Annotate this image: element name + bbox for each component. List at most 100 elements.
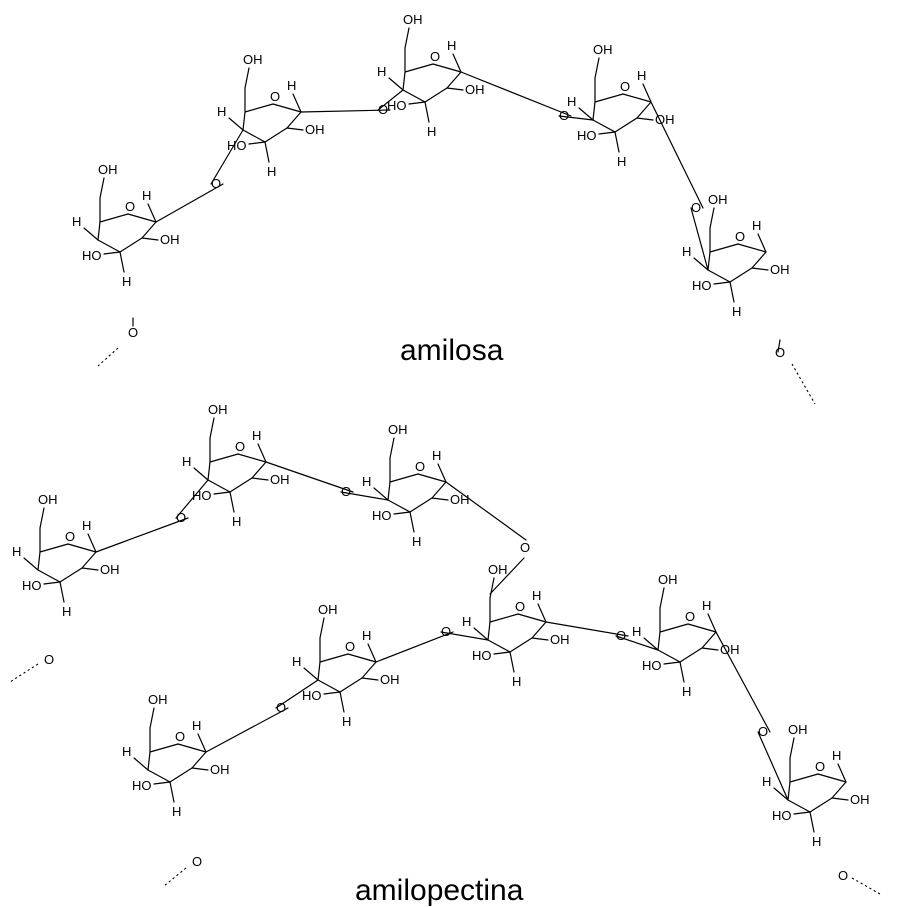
anomeric-h-label: H [752, 218, 761, 233]
ring-bond [817, 773, 847, 783]
chain-continuation [791, 363, 816, 405]
ring-bond [487, 621, 491, 641]
ring-bond [39, 543, 69, 553]
ring-bond [622, 93, 652, 103]
h-bond [707, 613, 717, 633]
ring-bond [707, 269, 731, 283]
ring-bond [657, 631, 661, 651]
ring-oxygen-label: O [685, 609, 695, 624]
glycosidic-bond [650, 101, 704, 209]
oh-bond [248, 141, 266, 145]
h-bond [228, 117, 244, 131]
c2-oh-label: OH [270, 472, 290, 487]
ring-bond [37, 569, 61, 583]
h-bond [373, 487, 389, 501]
oh-bond [431, 497, 449, 501]
ring-oxygen-label: O [515, 599, 525, 614]
ch2oh-label: OH [243, 52, 263, 67]
anomeric-h-label: H [362, 628, 371, 643]
h-bond [773, 787, 789, 801]
branch-bond [489, 557, 525, 595]
ring-bond [237, 453, 267, 463]
ch2oh-label: OH [208, 402, 228, 417]
c4-h-label: H [217, 104, 226, 119]
h-bond [409, 511, 415, 533]
ring-bond [636, 101, 652, 119]
branch-oxygen-label: O [520, 540, 530, 555]
glycosidic-bond [155, 183, 224, 223]
ring-bond [319, 653, 349, 663]
ring-bond [687, 623, 717, 633]
ring-oxygen-label: O [270, 89, 280, 104]
glycosidic-oxygen-label: O [559, 108, 569, 123]
ring-bond [191, 751, 207, 769]
glycosidic-oxygen-label: O [341, 484, 351, 499]
h-bond [264, 141, 270, 163]
h-bond [473, 627, 489, 641]
ring-bond [177, 743, 207, 753]
ring-bond [244, 103, 274, 113]
oh-bond [393, 511, 411, 515]
ring-bond [446, 71, 462, 89]
ring-bond [81, 551, 97, 569]
ring-bond [737, 243, 767, 253]
amylose-structure: OOHHOHHHOHOOHHOHHHOHOOHHOHHHOHOOHHOHHHOH… [72, 12, 816, 405]
ring-bond [409, 497, 433, 513]
chain-continuation [97, 347, 119, 367]
h-bond [229, 491, 235, 513]
glycosidic-bond [300, 109, 391, 113]
h-bond [809, 811, 815, 833]
oh-bond [103, 251, 121, 255]
h-bond [119, 251, 125, 273]
c3-h-label: H [617, 154, 626, 169]
anomeric-h-label: H [82, 518, 91, 533]
c3-ho-label: HO [302, 688, 322, 703]
c3-h-label: H [732, 304, 741, 319]
glycosidic-bond [545, 621, 629, 637]
oh-bond [701, 647, 719, 651]
c4-h-label: H [377, 64, 386, 79]
h-bond [643, 637, 659, 651]
chain-continuation [163, 867, 187, 887]
h-bond [424, 101, 430, 123]
c3-ho-label: HO [772, 808, 792, 823]
anomeric-h-label: H [142, 188, 151, 203]
glycosidic-bond [375, 631, 454, 663]
ring-bond [659, 623, 689, 633]
glycosidic-bond [615, 635, 659, 651]
chain-end-oxygen-label: O [838, 868, 848, 883]
branch-bond [445, 481, 527, 541]
h-bond [437, 463, 447, 483]
oh-bond [213, 491, 231, 495]
ch2oh-label: OH [318, 602, 338, 617]
ring-bond [424, 87, 448, 103]
glycosidic-oxygen-label: O [616, 628, 626, 643]
ring-bond [317, 679, 341, 693]
glycosidic-oxygen-label: O [176, 510, 186, 525]
oh-bond [493, 651, 511, 655]
c4-h-label: H [362, 474, 371, 489]
ring-bond [751, 251, 767, 269]
glycosidic-bond [275, 679, 319, 709]
c2-oh-label: OH [720, 642, 740, 657]
glycosidic-bond [175, 479, 209, 519]
glycosidic-bond [690, 207, 709, 271]
ring-bond [286, 111, 302, 129]
h-bond [614, 131, 620, 153]
ring-bond [59, 567, 83, 583]
ch2oh-label: OH [148, 692, 168, 707]
ring-bond [242, 111, 246, 131]
anomeric-h-label: H [637, 68, 646, 83]
ch2oh-label: OH [593, 42, 613, 57]
ch2-bond [209, 417, 215, 439]
c4-h-label: H [72, 214, 81, 229]
c2-oh-label: OH [465, 82, 485, 97]
c3-h-label: H [342, 714, 351, 729]
ch2-bond [99, 177, 105, 199]
c3-ho-label: HO [642, 658, 662, 673]
ch2-bond [319, 617, 325, 639]
h-bond [693, 257, 709, 271]
glycosidic-bond [95, 517, 189, 553]
ring-bond [387, 481, 391, 501]
